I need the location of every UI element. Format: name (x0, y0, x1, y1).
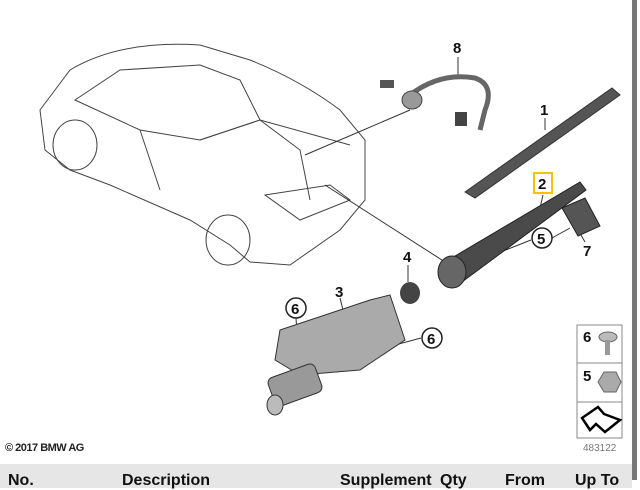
column-description[interactable]: Description (122, 472, 211, 489)
callout-6[interactable]: 6 (427, 331, 435, 348)
callout-5[interactable]: 5 (537, 231, 545, 248)
highlight-box (533, 172, 553, 194)
direction-arrow-icon (580, 405, 623, 434)
column-up-to[interactable]: Up To (575, 472, 620, 489)
column-qty[interactable]: Qty (440, 472, 467, 489)
wiper-arm-hub (437, 255, 467, 289)
column-supplement[interactable]: Supplement (340, 472, 432, 489)
callout-3[interactable]: 3 (335, 284, 343, 301)
parts-table-header: No. Description Supplement Qty From Up T… (0, 464, 632, 489)
legend-number-6: 6 (583, 329, 591, 346)
legend: 6 5 (576, 324, 623, 439)
copyright-text: © 2017 BMW AG (5, 442, 84, 454)
wiper-blade-part-1 (464, 87, 621, 199)
hex-nut-icon (597, 371, 622, 393)
grommet-part-4 (400, 282, 420, 304)
callout-circle (285, 297, 307, 319)
leader-lines (295, 57, 586, 349)
diagram-id: 483122 (583, 443, 617, 454)
cover-cap-part-7 (561, 197, 601, 237)
wiper-motor-part-3 (266, 294, 406, 416)
callout-circle (421, 327, 443, 349)
column-from[interactable]: From (505, 472, 545, 489)
wiring-harness-part-8 (380, 74, 491, 131)
column-no[interactable]: No. (8, 472, 34, 489)
legend-number-5: 5 (583, 368, 591, 385)
callout-4[interactable]: 4 (403, 249, 412, 266)
bolt-icon (598, 331, 618, 355)
callout-1[interactable]: 1 (540, 102, 548, 119)
callout-6[interactable]: 6 (291, 301, 299, 318)
car-outline (39, 43, 366, 266)
callout-circle (531, 227, 553, 249)
wiper-arm-part-2 (444, 181, 587, 283)
callout-7[interactable]: 7 (583, 243, 591, 260)
scrollbar[interactable] (632, 0, 637, 480)
parts-diagram: 8 1 2 5 7 4 3 6 6 6 5 (39, 40, 623, 439)
callout-8[interactable]: 8 (453, 40, 461, 57)
callout-2[interactable]: 2 (538, 176, 546, 193)
